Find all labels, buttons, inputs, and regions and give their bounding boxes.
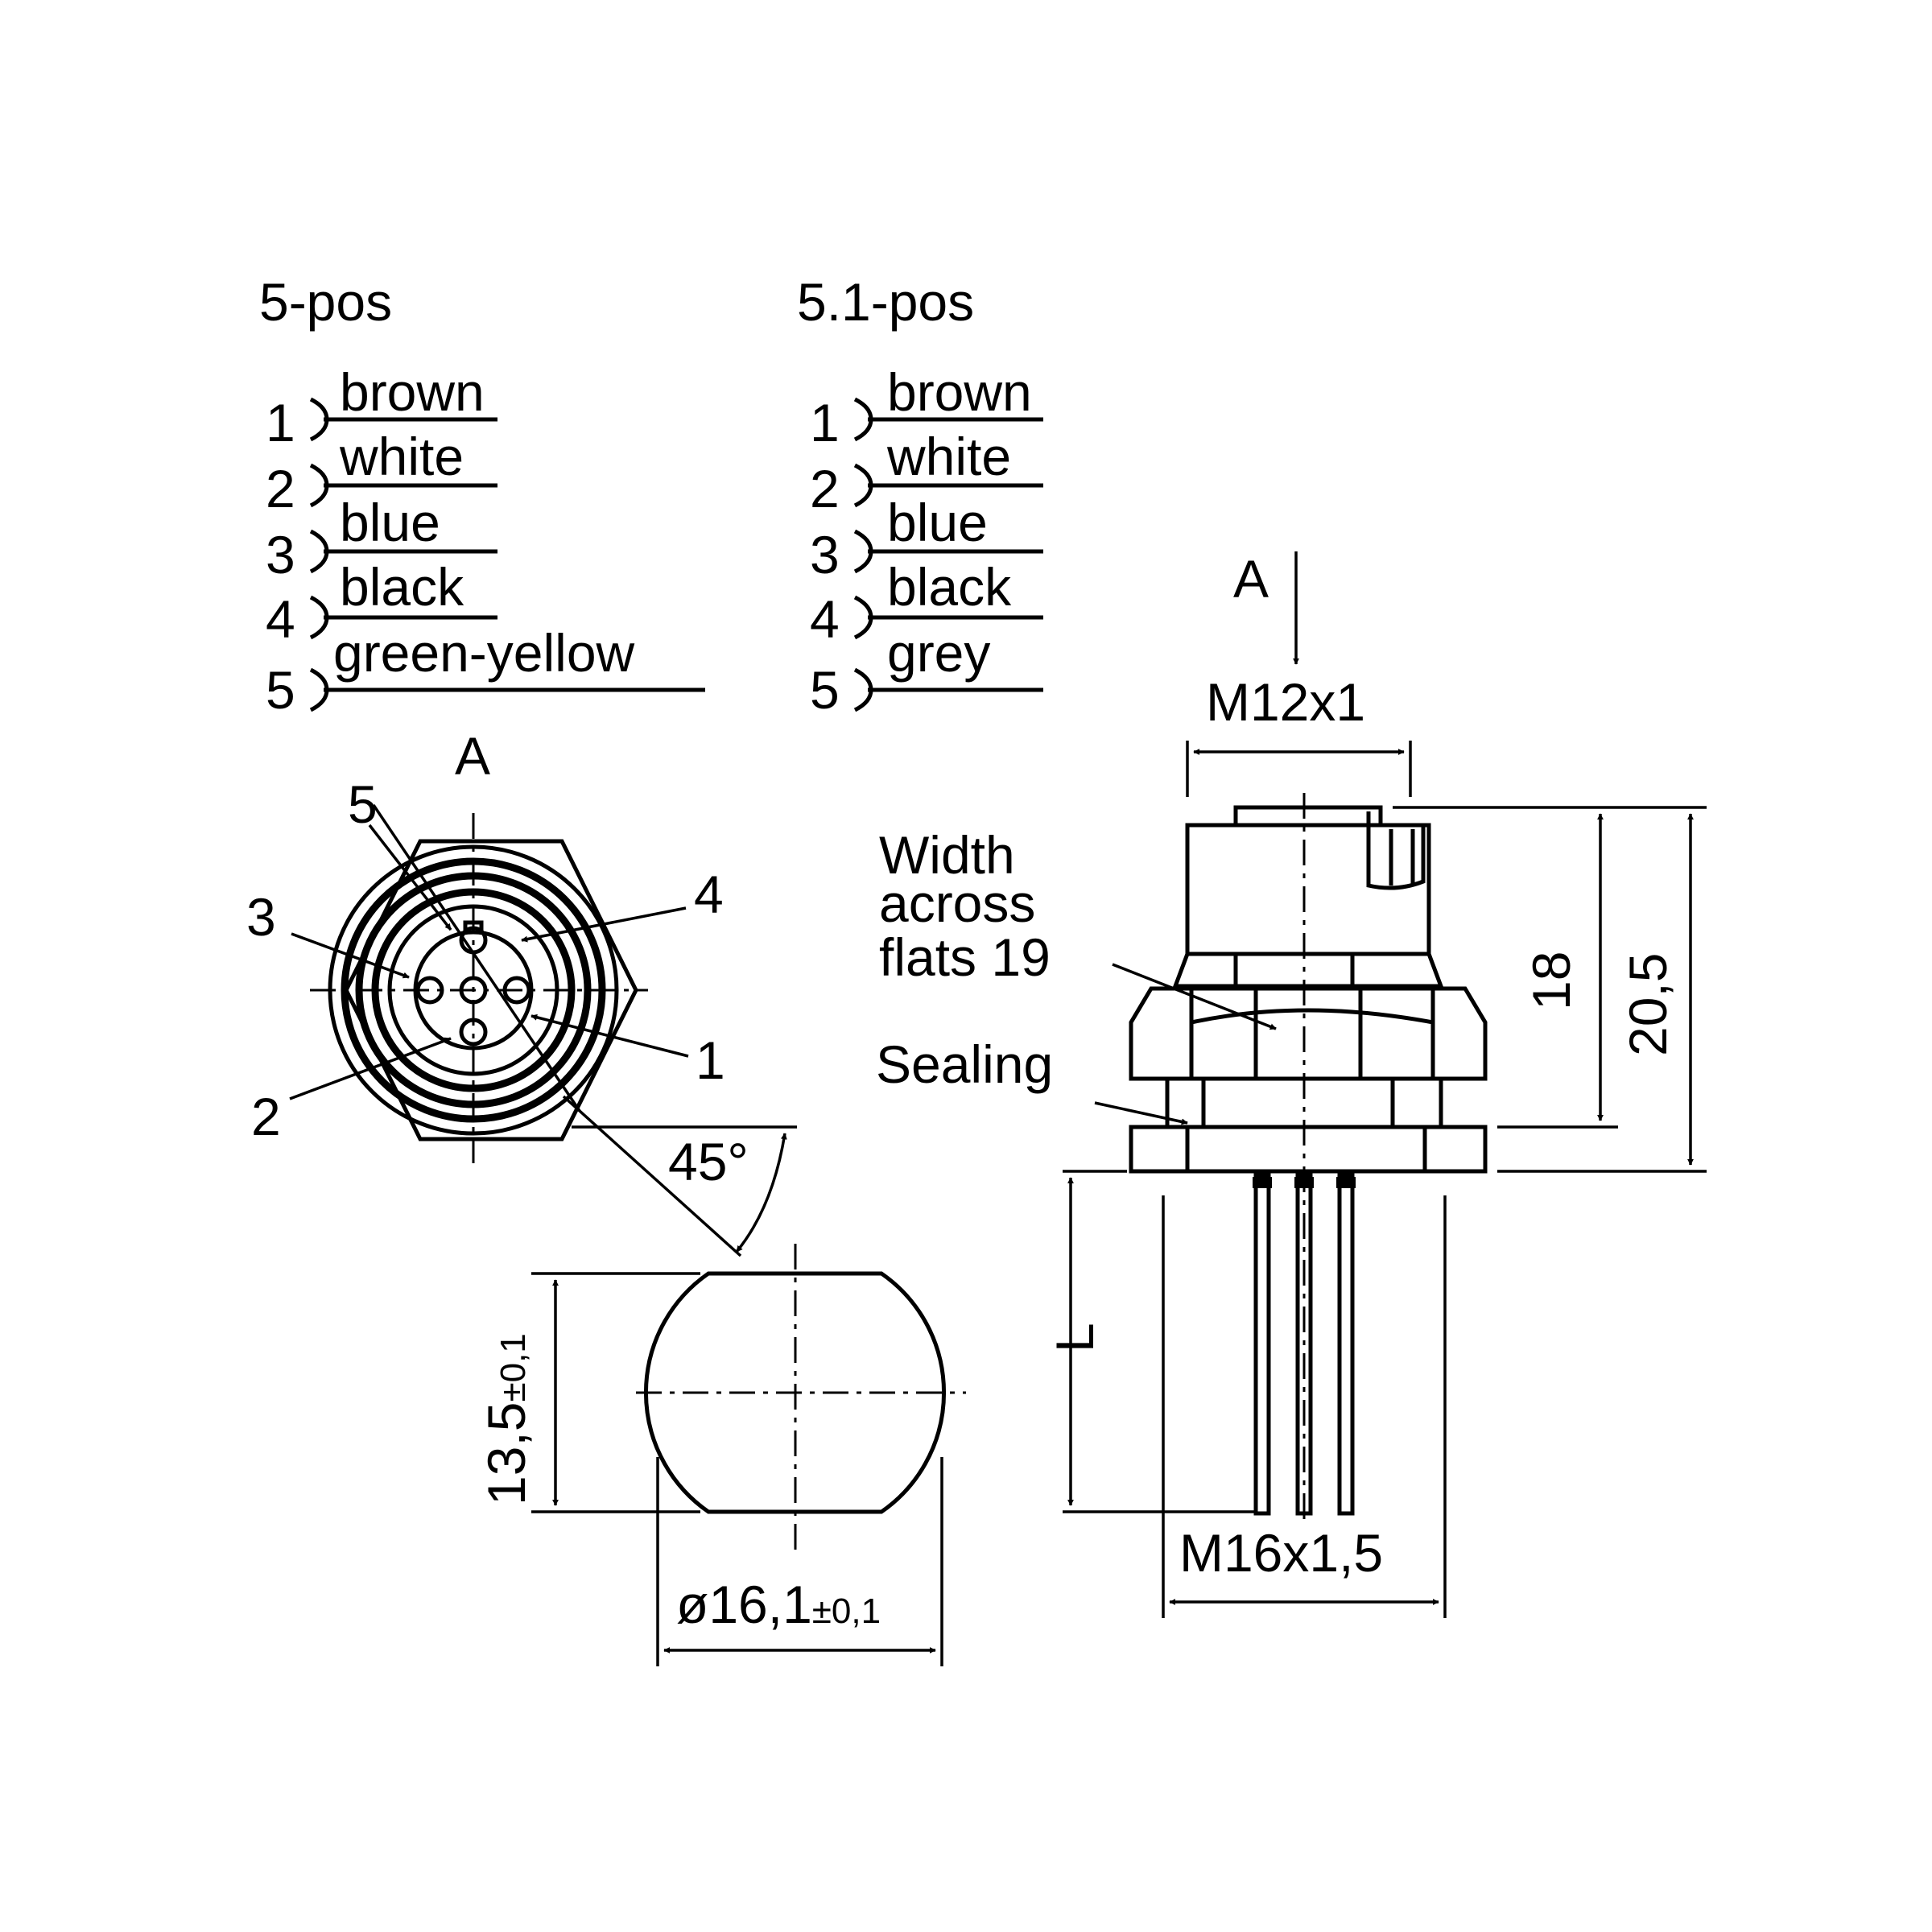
diameter-dimension-label: ø16,1±0,1: [676, 1575, 881, 1634]
pin-number-1: 1: [266, 393, 295, 452]
thread-top-label: M12x1: [1206, 672, 1365, 732]
wiring-row-pin-3: 3 blue: [266, 493, 497, 584]
wire-color-label: grey: [887, 623, 990, 683]
width-label-line-1: Width: [879, 825, 1015, 885]
flat-dimension-label: 13,5±0,1: [477, 1333, 536, 1505]
wire-color-label: white: [339, 427, 464, 486]
wiring-title-5-pos: 5-pos: [259, 272, 392, 332]
wiring-row-pin-5: 5 green-yellow: [266, 623, 705, 720]
callout-2: 2: [251, 1087, 281, 1146]
callout-leader-3: [291, 932, 410, 979]
pin-number-4: 4: [810, 589, 840, 649]
callout-3: 3: [246, 887, 276, 947]
callout-4: 4: [694, 865, 724, 924]
wire-color-label: white: [886, 427, 1011, 486]
hex-nut-body: [1129, 986, 1488, 1081]
angle-label: 45°: [668, 1132, 749, 1191]
callout-leader-5: [368, 824, 452, 931]
wiring-row-pin-3: 3 blue: [810, 493, 1043, 584]
panel-flange: [1129, 1125, 1488, 1174]
front-lip: [1233, 805, 1383, 828]
callout-leader-4: [521, 906, 687, 943]
wire-color-label: black: [887, 557, 1012, 617]
pin-number-2: 2: [810, 459, 840, 518]
width-label-line-3: flats 19: [879, 927, 1051, 987]
wiring-row-pin-5: 5 grey: [810, 623, 1043, 720]
latch-detail: [1366, 811, 1426, 890]
wiring-table-5-pos: 5-pos 1 brown 2 white 3 blue 4 black 5: [259, 272, 705, 720]
front-view: A 5 3 4 1 2 45°: [246, 726, 797, 1257]
angle-leg-line: [562, 1095, 742, 1257]
pin-number-5: 5: [810, 660, 840, 720]
wiring-row-pin-1: 1 brown: [266, 362, 497, 452]
callout-leader-1: [530, 1013, 689, 1058]
wire-color-label: brown: [340, 362, 485, 422]
sealing-leader: [1094, 1101, 1188, 1125]
wire-color-label: brown: [887, 362, 1032, 422]
wire-color-label: blue: [887, 493, 988, 552]
wiring-row-pin-2: 2 white: [266, 427, 497, 518]
callout-leader-2: [289, 1037, 452, 1100]
dim-18-label: 18: [1521, 952, 1581, 1010]
diagonal-reference-line: [372, 804, 581, 1112]
wiring-row-pin-2: 2 white: [810, 427, 1043, 518]
wiring-row-pin-4: 4 black: [266, 557, 497, 649]
dim-l-label: L: [1045, 1323, 1104, 1352]
sealing-label: Sealing: [876, 1034, 1053, 1094]
width-leader: [1112, 963, 1277, 1030]
callout-5: 5: [348, 774, 378, 834]
pin-number-1: 1: [810, 393, 840, 452]
wiring-row-pin-4: 4 black: [810, 557, 1043, 649]
angle-arc: [735, 1133, 787, 1253]
wiring-row-pin-1: 1 brown: [810, 362, 1043, 452]
wire-color-label: green-yellow: [333, 623, 635, 683]
solder-pin: [1253, 1173, 1271, 1516]
cutout-outline: [643, 1271, 947, 1514]
pin-collar: [1336, 1177, 1356, 1188]
side-view: A M12x1: [876, 549, 1707, 1618]
side-view-label: A: [1233, 549, 1269, 609]
upper-nut-chamfer: [1172, 952, 1444, 989]
thread-bottom-label: M16x1,5: [1179, 1523, 1383, 1583]
callout-1: 1: [696, 1030, 725, 1090]
pin-number-3: 3: [810, 525, 840, 584]
width-label-line-2: across: [879, 873, 1035, 933]
wire-color-label: blue: [340, 493, 440, 552]
wire-color-label: black: [340, 557, 464, 617]
pin-number-3: 3: [266, 525, 295, 584]
dim-20-5-label: 20,5: [1618, 953, 1678, 1056]
solder-pin: [1337, 1173, 1355, 1516]
pin-number-2: 2: [266, 459, 295, 518]
wiring-title-5-1-pos: 5.1-pos: [797, 272, 974, 332]
pin-number-4: 4: [266, 589, 295, 649]
pin-number-5: 5: [266, 660, 295, 720]
pin-collar: [1253, 1177, 1272, 1188]
panel-cutout-view: 13,5±0,1 ø16,1±0,1: [477, 1244, 966, 1666]
nut-chamfer-curve: [1191, 1008, 1434, 1025]
wiring-table-5-1-pos: 5.1-pos 1 brown 2 white 3 blue 4 black 5: [797, 272, 1043, 720]
front-view-label: A: [455, 726, 490, 786]
